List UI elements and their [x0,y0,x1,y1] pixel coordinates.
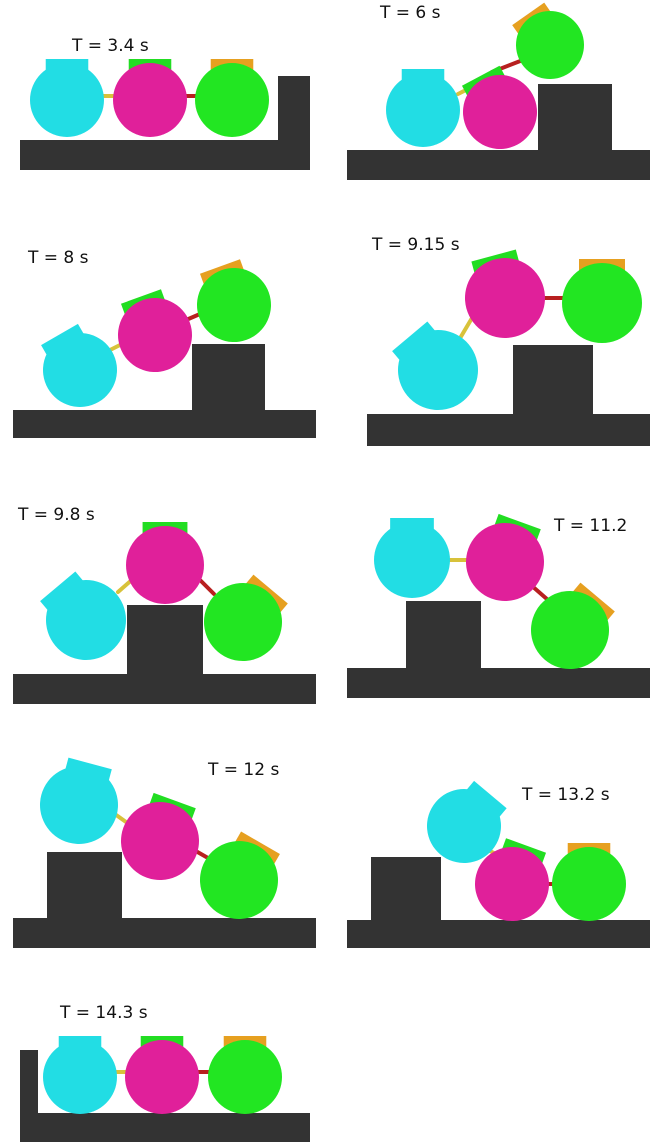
cyan-module-body [43,1040,117,1114]
ground-platform [20,1113,310,1142]
magenta-module [125,1036,199,1114]
green-module [208,1036,282,1114]
magenta-module-body [125,1040,199,1114]
obstacle-block [20,1050,38,1113]
green-module-body [208,1040,282,1114]
cyan-module [43,1036,117,1114]
time-label: T = 14.3 s [60,1005,148,1022]
